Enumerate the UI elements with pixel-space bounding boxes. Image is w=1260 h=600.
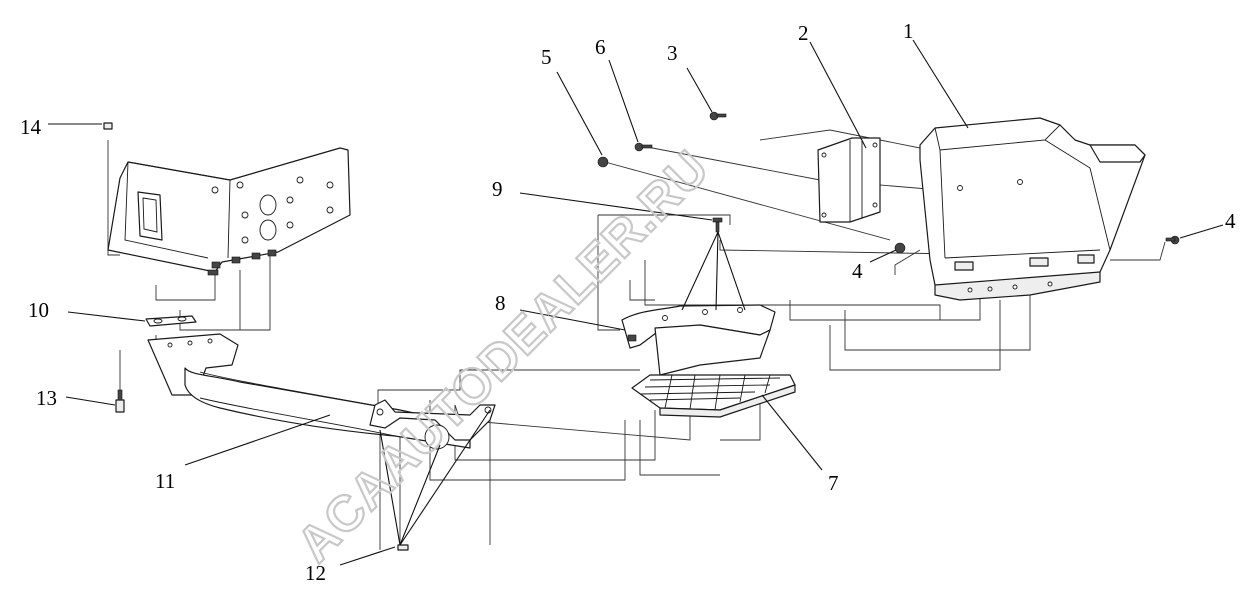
part-4-nut-right bbox=[1165, 235, 1180, 245]
leader-lines bbox=[48, 39, 1224, 566]
callout-9: 9 bbox=[492, 177, 503, 201]
callout-8: 8 bbox=[495, 291, 506, 315]
watermark-text: ACAAUTODEALER.RU bbox=[286, 139, 719, 572]
part-10-plate bbox=[145, 315, 197, 327]
callout-13: 13 bbox=[36, 386, 57, 410]
part-12-clamp bbox=[369, 399, 496, 551]
callout-5: 5 bbox=[541, 45, 552, 69]
part-8-step-bracket bbox=[621, 304, 776, 376]
callout-12: 12 bbox=[305, 561, 326, 585]
callout-4-right: 4 bbox=[1225, 209, 1236, 233]
callout-1: 1 bbox=[903, 19, 914, 43]
part-1-fender bbox=[919, 117, 1146, 301]
callout-2: 2 bbox=[798, 21, 809, 45]
callout-14: 14 bbox=[20, 115, 42, 139]
frame-bracket bbox=[107, 147, 351, 276]
part-3-bolt bbox=[709, 111, 727, 121]
part-11-step-tube bbox=[147, 333, 471, 449]
callout-3: 3 bbox=[667, 41, 678, 65]
callout-10: 10 bbox=[28, 298, 49, 322]
part-4-nut-left bbox=[894, 242, 906, 254]
part-13-bolt bbox=[115, 389, 125, 413]
callout-labels: 1 2 3 4 4 5 6 7 8 9 10 11 12 13 14 bbox=[20, 19, 1236, 585]
part-5-nut bbox=[597, 156, 609, 168]
callout-7: 7 bbox=[828, 471, 839, 495]
part-7-step-tread bbox=[631, 374, 796, 418]
callout-4-left: 4 bbox=[852, 259, 863, 283]
fasteners bbox=[597, 111, 1180, 254]
callout-6: 6 bbox=[595, 35, 606, 59]
part-14-pin bbox=[103, 122, 113, 130]
part-6-bolt bbox=[634, 142, 653, 152]
part-9-screw bbox=[712, 217, 723, 233]
part-2-bracket bbox=[817, 137, 881, 223]
callout-11: 11 bbox=[155, 469, 175, 493]
